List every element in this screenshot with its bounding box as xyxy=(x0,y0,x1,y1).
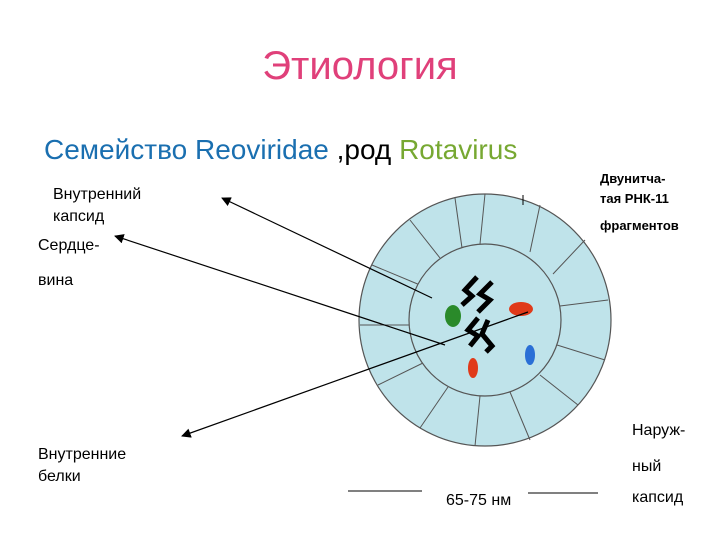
virus-genus: Rotavirus xyxy=(399,134,518,165)
virus-family: Семейство Reoviridae xyxy=(44,134,329,165)
red-protein-2 xyxy=(468,358,478,378)
label-inner-proteins: Внутренние белки xyxy=(38,446,127,485)
label-outer-capsid-1: Наруж- xyxy=(632,422,686,439)
arrow-inner-capsid xyxy=(221,197,433,299)
label-core-line2: вина xyxy=(38,272,74,289)
green-protein xyxy=(445,305,461,327)
subtitle-separator: ,род xyxy=(328,134,400,165)
capsid-segments xyxy=(360,193,609,447)
rna-segments xyxy=(460,275,496,354)
label-inner-capsid: Внутренний капсид xyxy=(53,186,142,225)
slide-title: Этиология xyxy=(262,44,458,88)
label-rna-fragments: фрагментов xyxy=(600,218,679,233)
label-rna: Двунитча- тая РНК-11 xyxy=(600,171,669,206)
inner-capsid xyxy=(408,243,562,397)
label-size: 65-75 нм xyxy=(446,492,512,509)
label-outer-capsid-3: капсид xyxy=(632,489,684,506)
label-outer-capsid-2: ный xyxy=(632,458,662,475)
label-core-line1: Сердце- xyxy=(38,237,100,254)
arrow-core xyxy=(114,234,446,346)
slide-subtitle: Семейство Reoviridae ,род Rotavirus xyxy=(44,134,517,166)
arrow-proteins xyxy=(181,311,529,438)
blue-protein xyxy=(525,345,535,365)
